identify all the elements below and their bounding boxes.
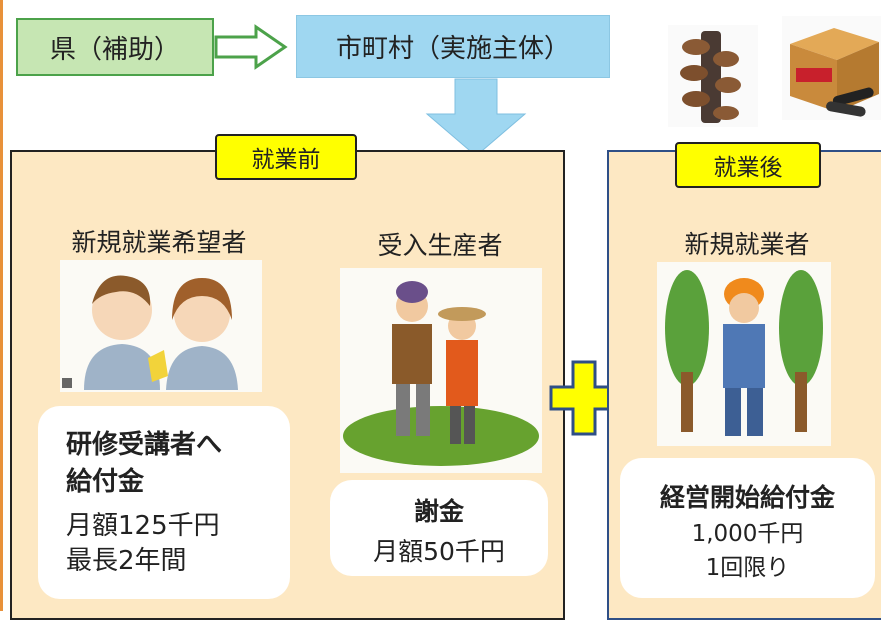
worker-benefit-note: 1回限り: [705, 555, 790, 581]
left-accent-bar: [0, 0, 3, 611]
worker-benefit-title: 経営開始給付金: [659, 483, 835, 512]
host-benefit-title: 謝金: [413, 497, 464, 526]
host-farmers-illustration: [340, 268, 542, 473]
prefecture-subsidy-box: 県（補助）: [16, 18, 214, 76]
shiitake-log-image: [668, 25, 758, 127]
pre-employment-tag: 就業前: [215, 134, 357, 180]
trainee-benefit-duration: 最長2年間: [66, 546, 187, 576]
trainee-benefit-title-line1: 研修受講者へ: [66, 430, 223, 460]
host-benefit-card: 謝金 月額50千円: [330, 480, 548, 576]
worker-role-label: 新規就業者: [684, 230, 810, 259]
post-employment-tag: 就業後: [675, 142, 821, 188]
trainee-role-label: 新規就業希望者: [71, 228, 247, 257]
charcoal-box-image: [782, 16, 881, 120]
down-arrow-icon: [425, 78, 527, 157]
right-arrow-icon: [214, 24, 288, 70]
municipality-box: 市町村（実施主体）: [296, 15, 610, 78]
post-employment-tag-label: 就業後: [713, 155, 783, 181]
prefecture-label: 県（補助）: [49, 34, 180, 65]
host-benefit-amount: 月額50千円: [373, 537, 505, 566]
pre-employment-tag-label: 就業前: [251, 147, 321, 173]
trainee-benefit-title-line2: 給付金: [66, 467, 145, 497]
host-role-label: 受入生産者: [377, 231, 503, 260]
trainee-benefit-card: 研修受講者へ 給付金 月額125千円 最長2年間: [38, 406, 290, 599]
worker-benefit-amount: 1,000千円: [691, 521, 804, 547]
plus-icon: [549, 360, 619, 436]
trainee-illustration: [60, 260, 262, 392]
forestry-worker-illustration: [657, 262, 831, 446]
trainee-benefit-amount: 月額125千円: [66, 511, 220, 541]
municipality-label: 市町村（実施主体）: [335, 34, 570, 64]
worker-benefit-card: 経営開始給付金 1,000千円 1回限り: [620, 458, 875, 598]
